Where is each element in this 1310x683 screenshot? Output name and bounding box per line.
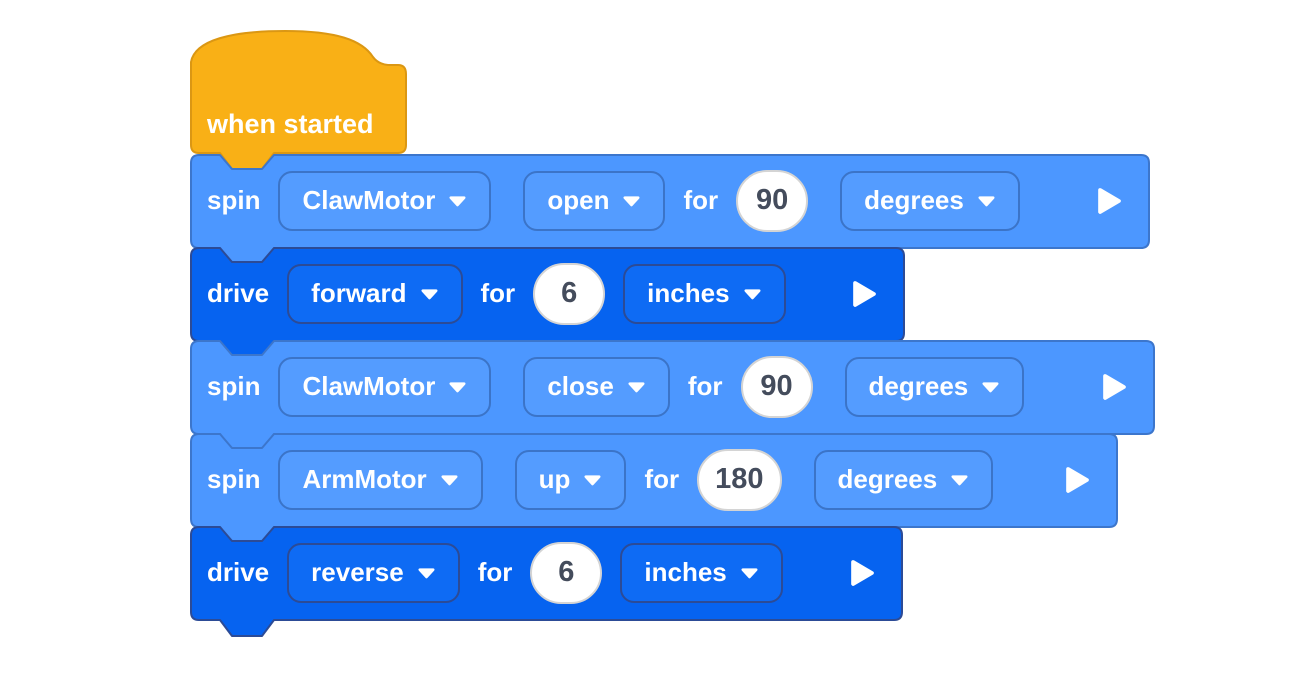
drive-forward-block[interactable]: drive forward for 6 inches [190, 247, 905, 358]
dropdown-arrow-icon [978, 195, 995, 206]
dropdown-value: degrees [837, 464, 938, 494]
dropdown-arrow-icon [741, 567, 758, 578]
dropdown-arrow-icon [951, 474, 968, 485]
for-label: for [644, 464, 680, 494]
dropdown-value: forward [311, 278, 407, 308]
amount-input[interactable]: 6 [533, 262, 606, 325]
dropdown-arrow-icon [449, 195, 466, 206]
spin-clawmotor-close-block[interactable]: spin ClawMotor close for 90 degrees [190, 340, 1155, 451]
amount-input[interactable]: 6 [530, 541, 603, 604]
dropdown-value: ArmMotor [302, 464, 427, 494]
direction-dropdown[interactable]: open [523, 170, 666, 231]
block-label: when started [207, 108, 374, 139]
spin-armmotor-up-block[interactable]: spin ArmMotor up for 180 degrees [190, 433, 1118, 544]
amount-input[interactable]: 90 [740, 355, 813, 418]
dropdown-value: inches [644, 557, 727, 587]
direction-dropdown[interactable]: up [514, 449, 627, 510]
for-label: for [477, 557, 513, 587]
dropdown-arrow-icon [418, 567, 435, 578]
unit-dropdown[interactable]: inches [620, 542, 783, 603]
block-label: spin [207, 185, 261, 215]
for-label: for [687, 371, 723, 401]
play-icon[interactable] [1097, 186, 1122, 215]
dropdown-value: reverse [311, 557, 404, 587]
motor-dropdown[interactable]: ArmMotor [278, 449, 483, 510]
dropdown-value: degrees [868, 371, 969, 401]
block-label: drive [207, 557, 270, 587]
play-icon[interactable] [850, 558, 875, 587]
dropdown-arrow-icon [623, 195, 640, 206]
for-label: for [683, 185, 719, 215]
dropdown-value: up [538, 464, 571, 494]
dropdown-arrow-icon [982, 381, 999, 392]
motor-dropdown[interactable]: ClawMotor [278, 356, 492, 417]
dropdown-arrow-icon [584, 474, 601, 485]
direction-dropdown[interactable]: reverse [287, 542, 460, 603]
amount-value: 180 [715, 463, 764, 495]
amount-value: 6 [561, 277, 578, 309]
play-icon[interactable] [1102, 372, 1127, 401]
unit-dropdown[interactable]: degrees [840, 170, 1020, 231]
direction-dropdown[interactable]: forward [287, 263, 463, 324]
amount-value: 6 [558, 556, 575, 588]
motor-dropdown[interactable]: ClawMotor [278, 170, 492, 231]
dropdown-value: degrees [864, 185, 964, 215]
amount-value: 90 [760, 370, 793, 402]
dropdown-arrow-icon [449, 381, 466, 392]
unit-dropdown[interactable]: inches [623, 263, 786, 324]
amount-input[interactable]: 180 [697, 448, 782, 511]
block-label: drive [207, 278, 270, 308]
play-icon[interactable] [1065, 465, 1090, 494]
dropdown-value: open [547, 185, 610, 215]
block-label: spin [207, 371, 261, 401]
dropdown-arrow-icon [628, 381, 645, 392]
dropdown-arrow-icon [441, 474, 458, 485]
for-label: for [480, 278, 516, 308]
direction-dropdown[interactable]: close [523, 356, 670, 417]
amount-input[interactable]: 90 [736, 169, 809, 232]
block-label: spin [207, 464, 261, 494]
dropdown-value: close [547, 371, 614, 401]
dropdown-value: ClawMotor [302, 185, 436, 215]
dropdown-arrow-icon [744, 288, 761, 299]
dropdown-value: ClawMotor [302, 371, 436, 401]
drive-reverse-block[interactable]: drive reverse for 6 inches [190, 526, 903, 637]
unit-dropdown[interactable]: degrees [844, 356, 1025, 417]
when-started-block[interactable]: when started [190, 30, 407, 170]
dropdown-value: inches [647, 278, 730, 308]
unit-dropdown[interactable]: degrees [813, 449, 994, 510]
play-icon[interactable] [852, 279, 877, 308]
spin-clawmotor-open-block[interactable]: spin ClawMotor open for 90 degrees [190, 154, 1150, 265]
dropdown-arrow-icon [421, 288, 437, 299]
amount-value: 90 [755, 184, 789, 216]
